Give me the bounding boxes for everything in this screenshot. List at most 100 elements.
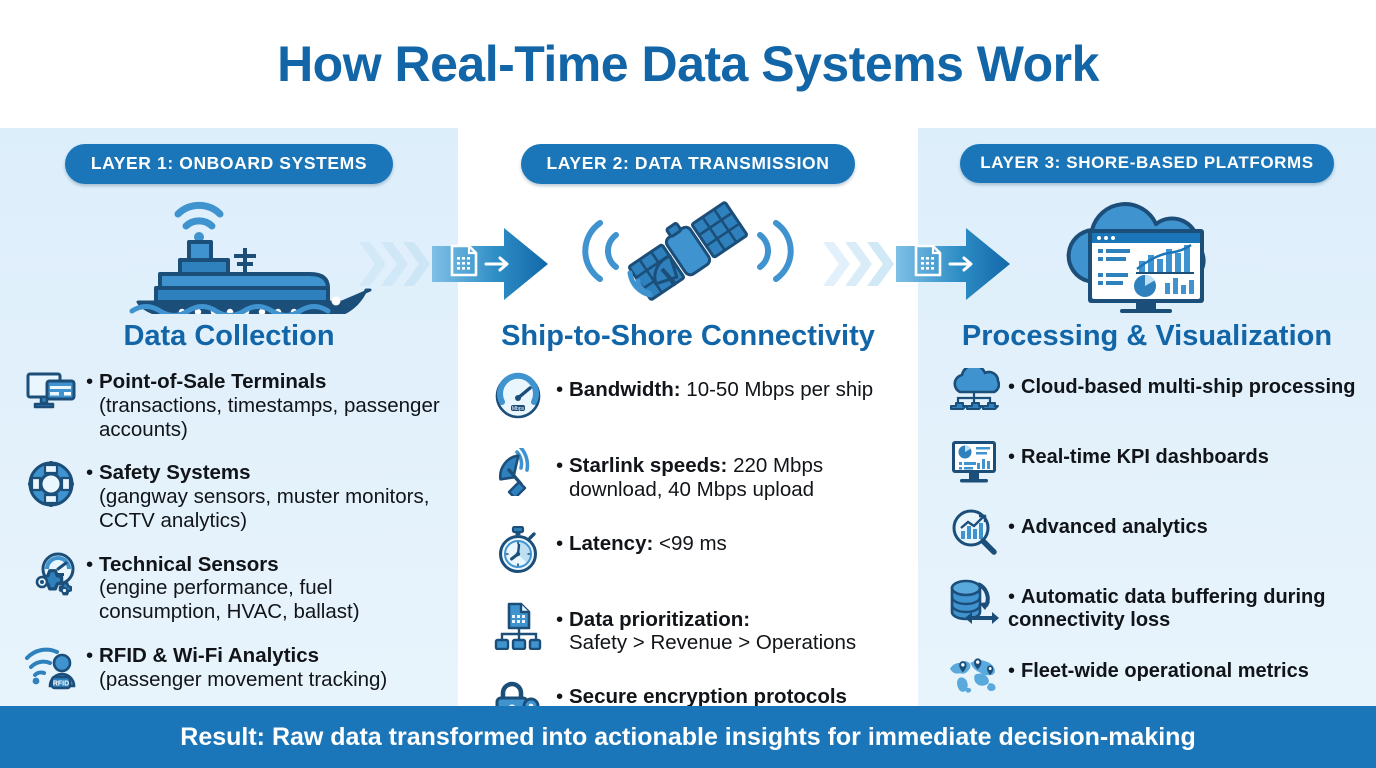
list-item-text: Bandwidth: 10-50 Mbps per ship — [556, 368, 900, 402]
list-item: Latency: <99 ms — [490, 522, 900, 578]
list-item-text: Real-time KPI dashboards — [1008, 436, 1366, 469]
layer-2-heading: Ship-to-Shore Connectivity — [501, 320, 875, 352]
bullet-dot — [1008, 376, 1021, 399]
list-item-inline: <99 ms — [653, 531, 727, 555]
layer-3-bullets: Cloud-based multi-ship processing — [918, 366, 1376, 720]
kpi-dashboard-icon — [948, 436, 1000, 488]
list-item: RFID RFID & Wi-Fi Analytics (passenger m… — [22, 638, 440, 696]
layer-3-pill-wrap: LAYER 3: SHORE-BASED PLATFORMS — [918, 144, 1376, 183]
layer-2-hero — [458, 186, 918, 316]
list-item-strong: Bandwidth: — [569, 378, 681, 401]
layer-1-hero — [0, 186, 458, 316]
rfid-wifi-person-icon: RFID — [22, 638, 80, 696]
list-item: Real-time KPI dashboards — [948, 436, 1366, 488]
list-item: Mbps Bandwidth: 10-50 Mbps per ship — [490, 368, 900, 424]
satellite-signal-icon — [528, 189, 848, 313]
layer-2-bullets: Mbps Bandwidth: 10-50 Mbps per ship — [458, 368, 918, 751]
list-item-text: Point-of-Sale Terminals (transactions, t… — [86, 364, 440, 441]
list-item: Point-of-Sale Terminals (transactions, t… — [22, 364, 440, 441]
list-item-strong: Technical Sensors — [99, 552, 279, 576]
list-item: Advanced analytics — [948, 506, 1366, 558]
list-item-text: Fleet-wide operational metrics — [1008, 650, 1366, 683]
list-item-text: Automatic data buffering during connecti… — [1008, 576, 1366, 632]
list-item-text: Latency: <99 ms — [556, 522, 900, 556]
layer-2-panel: LAYER 2: DATA TRANSMISSION — [458, 128, 918, 727]
bullet-dot — [556, 454, 569, 478]
list-item-strong: RFID & Wi-Fi Analytics — [99, 643, 320, 667]
layer-2-pill: LAYER 2: DATA TRANSMISSION — [520, 144, 856, 184]
svg-text:RFID: RFID — [53, 680, 69, 687]
layer-1-heading: Data Collection — [123, 320, 335, 352]
bullet-dot — [86, 644, 99, 668]
list-item: Technical Sensors (engine performance, f… — [22, 547, 440, 624]
bullet-dot — [556, 532, 569, 556]
layer-1-pill: LAYER 1: ONBOARD SYSTEMS — [64, 144, 394, 184]
list-item-strong: Advanced analytics — [1021, 516, 1208, 538]
gears-gauge-icon — [22, 547, 80, 605]
world-map-pins-icon — [948, 650, 1000, 702]
layer-2-pill-wrap: LAYER 2: DATA TRANSMISSION — [458, 144, 918, 184]
list-item-sub: (gangway sensors, muster monitors, CCTV … — [99, 485, 430, 532]
list-item-strong: Point-of-Sale Terminals — [99, 370, 327, 393]
list-item-text: Secure encryption protocols — [556, 675, 900, 709]
list-item-text: Data prioritization: Safety > Revenue > … — [556, 598, 900, 656]
list-item-strong: Automatic data buffering during connecti… — [1008, 586, 1326, 632]
cruise-ship-wifi-icon — [74, 188, 384, 314]
layer-3-hero — [918, 186, 1376, 316]
svg-text:Mbps: Mbps — [512, 406, 525, 412]
speedometer-icon: Mbps — [490, 368, 546, 424]
list-item: Cloud-based multi-ship processing — [948, 366, 1366, 418]
bullet-dot — [86, 461, 99, 485]
bullet-dot — [1008, 516, 1021, 539]
footer-banner: Result: Raw data transformed into action… — [0, 706, 1376, 768]
list-item-sub: Safety > Revenue > Operations — [569, 631, 857, 655]
layer-3-heading: Processing & Visualization — [961, 320, 1333, 352]
list-item-inline: 220 Mbps — [727, 454, 824, 477]
bullet-dot — [556, 378, 569, 402]
life-ring-icon — [22, 455, 80, 513]
layer-1-pill-wrap: LAYER 1: ONBOARD SYSTEMS — [0, 144, 458, 184]
bullet-dot — [86, 370, 99, 394]
list-item-text: Starlink speeds: 220 Mbps download, 40 M… — [556, 444, 900, 502]
list-item-text: RFID & Wi-Fi Analytics (passenger moveme… — [86, 638, 440, 692]
list-item-sub: (passenger movement tracking) — [99, 667, 388, 691]
list-item: Fleet-wide operational metrics — [948, 650, 1366, 702]
list-item-strong: Safety Systems — [99, 461, 251, 485]
bullet-dot — [556, 608, 569, 632]
bullet-dot — [86, 553, 99, 577]
layer-3-pill: LAYER 3: SHORE-BASED PLATFORMS — [960, 144, 1334, 183]
page-title: How Real-Time Data Systems Work — [277, 36, 1099, 92]
layer-3-panel: LAYER 3: SHORE-BASED PLATFORMS — [918, 128, 1376, 706]
list-item: Automatic data buffering during connecti… — [948, 576, 1366, 632]
satellite-dish-icon — [490, 444, 546, 500]
list-item-strong: Data prioritization: — [569, 607, 751, 631]
list-item-text: Safety Systems (gangway sensors, muster … — [86, 455, 440, 532]
cloud-multiship-icon — [948, 366, 1000, 418]
list-item-text: Advanced analytics — [1008, 506, 1366, 539]
list-item-inline: 10-50 Mbps per ship — [680, 378, 874, 401]
stopwatch-icon — [490, 522, 546, 578]
database-sync-icon — [948, 576, 1000, 628]
list-item-text: Cloud-based multi-ship processing — [1008, 366, 1366, 399]
title-bar: How Real-Time Data Systems Work — [0, 0, 1376, 128]
list-item-strong: Latency: — [569, 531, 654, 555]
list-item-sub: download, 40 Mbps upload — [569, 477, 815, 501]
list-item-strong: Cloud-based multi-ship processing — [1021, 376, 1356, 398]
layers-container: LAYER 1: ONBOARD SYSTEMS — [0, 128, 1376, 727]
list-item-sub: (transactions, timestamps, passenger acc… — [99, 393, 440, 441]
cloud-dashboard-icon — [1032, 189, 1262, 313]
bullet-dot — [1008, 660, 1021, 683]
layer-1-panel: LAYER 1: ONBOARD SYSTEMS — [0, 128, 458, 706]
footer-text: Result: Raw data transformed into action… — [180, 722, 1196, 751]
list-item-sub: (engine performance, fuel consumption, H… — [99, 576, 360, 624]
list-item-strong: Starlink speeds: — [569, 454, 728, 477]
list-item-strong: Fleet-wide operational metrics — [1021, 660, 1309, 683]
list-item-strong: Real-time KPI dashboards — [1021, 446, 1269, 468]
bullet-dot — [1008, 586, 1021, 609]
list-item-text: Technical Sensors (engine performance, f… — [86, 547, 440, 624]
layer-1-bullets: Point-of-Sale Terminals (transactions, t… — [0, 364, 458, 710]
data-hierarchy-icon — [490, 598, 546, 654]
analytics-magnifier-icon — [948, 506, 1000, 558]
list-item: Starlink speeds: 220 Mbps download, 40 M… — [490, 444, 900, 502]
